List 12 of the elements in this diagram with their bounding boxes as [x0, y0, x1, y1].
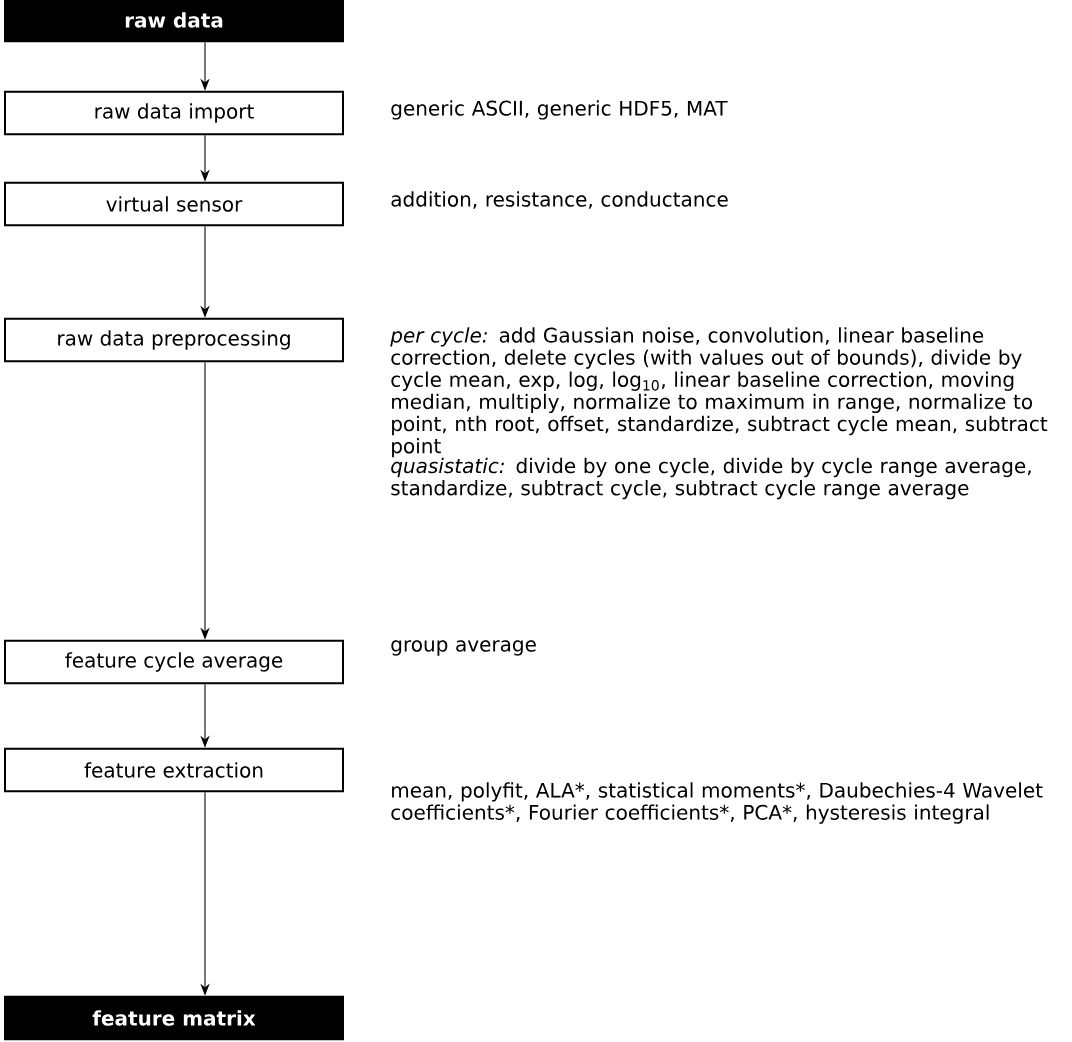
process-box: feature cycle average — [4, 639, 344, 685]
process-box: feature extraction — [4, 747, 344, 793]
terminal-box: feature matrix — [4, 995, 344, 1041]
description-text: addition, resistance, conductance — [391, 191, 728, 209]
description-text: quasistatic: divide by one cycle, divide by cycle range average, standardize, subtract cycle, subtract cycle range average — [391, 457, 1031, 500]
process-box: raw data preprocessing — [4, 317, 344, 363]
description-text: generic ASCII, generic HDF5, MAT — [391, 100, 728, 120]
process-box: virtual sensor — [4, 181, 344, 227]
description-text: group average — [391, 640, 536, 656]
description-text: mean, polyfit, ALA*, statistical moments*, Daubechies-4 Wavelet coefficients*, Fourier coefficients*, PCA*, hysteresis integral — [391, 782, 1043, 824]
process-box: raw data import — [4, 90, 344, 136]
terminal-box: raw data — [4, 0, 344, 43]
